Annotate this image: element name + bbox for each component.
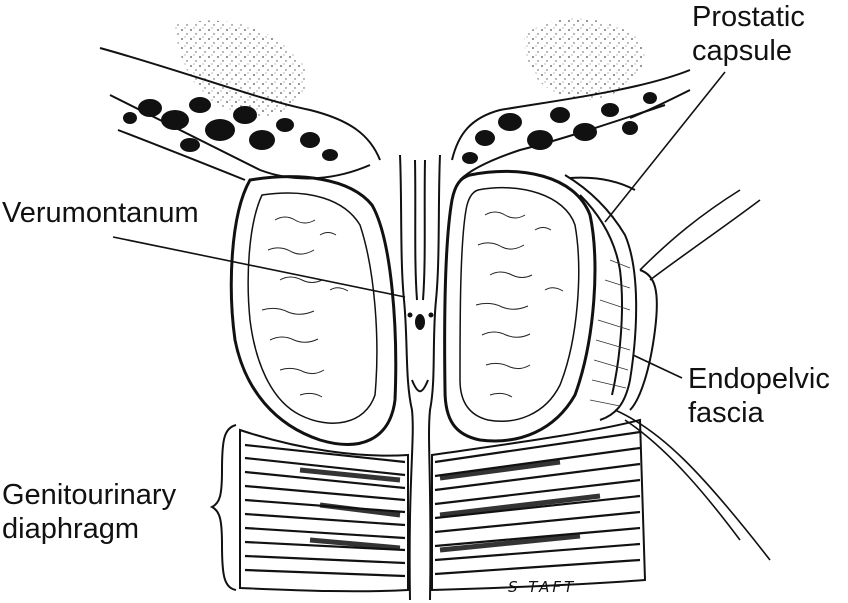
label-verumontanum: Verumontanum bbox=[2, 196, 199, 230]
leader-endopelvic-fascia bbox=[633, 355, 682, 378]
verumontanum-mound bbox=[408, 313, 434, 331]
leader-verumontanum bbox=[113, 237, 405, 297]
leader-prostatic-capsule bbox=[605, 72, 725, 222]
label-endopelvic-fascia-line2: fascia bbox=[688, 396, 830, 430]
diaphragm-bracket bbox=[212, 425, 236, 590]
label-genitourinary-diaphragm: Genitourinary diaphragm bbox=[2, 478, 176, 546]
label-prostatic-capsule-line1: Prostatic bbox=[692, 0, 805, 34]
bladder-stipple bbox=[175, 19, 644, 118]
label-genitourinary-diaphragm-line2: diaphragm bbox=[2, 512, 176, 546]
venous-plexus bbox=[123, 92, 657, 164]
artist-signature: S TAFT bbox=[508, 578, 576, 596]
genitourinary-diaphragm bbox=[240, 420, 645, 591]
right-prostate-lobe bbox=[445, 171, 595, 441]
label-genitourinary-diaphragm-line1: Genitourinary bbox=[2, 478, 176, 512]
label-endopelvic-fascia: Endopelvic fascia bbox=[688, 362, 830, 430]
label-prostatic-capsule-line2: capsule bbox=[692, 34, 805, 68]
label-prostatic-capsule: Prostatic capsule bbox=[692, 0, 805, 68]
label-endopelvic-fascia-line1: Endopelvic bbox=[688, 362, 830, 396]
left-prostate-lobe bbox=[231, 177, 395, 445]
leader-lines bbox=[113, 72, 725, 378]
